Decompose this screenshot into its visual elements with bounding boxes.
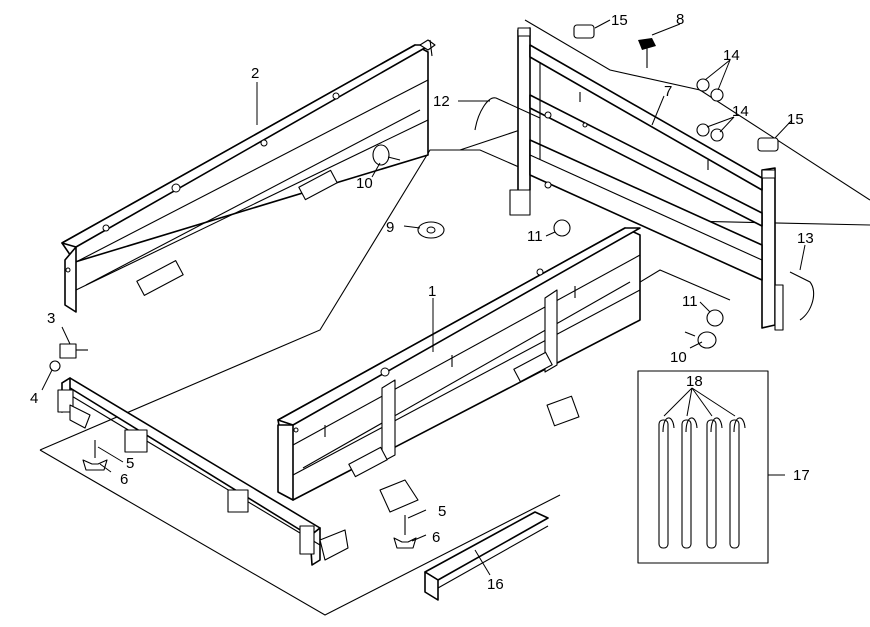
callout-13: 13 — [797, 230, 814, 247]
callout-1: 1 — [428, 283, 436, 300]
caps-15 — [573, 24, 779, 152]
callout-15b: 15 — [787, 111, 804, 128]
floor-frame — [57, 377, 419, 566]
callout-18: 18 — [686, 373, 703, 390]
callout-5b: 5 — [438, 503, 446, 520]
callout-14a: 14 — [723, 47, 740, 64]
pin-12 — [474, 97, 541, 131]
callout-11a: 11 — [527, 228, 543, 245]
callout-16: 16 — [487, 576, 504, 593]
side-rail-front — [277, 227, 641, 501]
callout-8: 8 — [676, 11, 684, 28]
nuts-14 — [696, 78, 724, 142]
bolt-10-lower — [684, 331, 717, 349]
callout-10a: 10 — [356, 175, 373, 192]
callout-9: 9 — [386, 219, 394, 236]
nut-9 — [417, 221, 445, 239]
callout-17: 17 — [793, 467, 810, 484]
callout-10b: 10 — [670, 349, 687, 366]
front-gate — [509, 27, 784, 331]
nut-11-upper — [553, 219, 571, 237]
callout-7: 7 — [664, 83, 672, 100]
callout-5a: 5 — [126, 455, 134, 472]
callout-leaders — [41, 19, 806, 576]
callout-4: 4 — [30, 390, 38, 407]
callout-6a: 6 — [120, 471, 128, 488]
channel-bar-16 — [424, 511, 549, 601]
callout-12: 12 — [433, 93, 450, 110]
pin-13 — [789, 271, 815, 321]
bolt-10-upper — [372, 144, 401, 166]
nut-11-lower — [706, 309, 724, 327]
bolt-3 — [59, 343, 88, 359]
side-rail-rear — [61, 39, 436, 313]
callout-14b: 14 — [732, 103, 749, 120]
callout-6b: 6 — [432, 529, 440, 546]
wing-bolt-5-6-left — [82, 440, 108, 471]
callout-labels: 1 2 3 4 5 5 6 6 7 8 9 10 10 11 11 12 13 … — [30, 11, 814, 593]
wing-bolt-5-6-right — [393, 515, 417, 549]
nut-4 — [49, 360, 61, 372]
callout-3: 3 — [47, 310, 55, 327]
callout-2: 2 — [251, 65, 259, 82]
bolt-8 — [638, 38, 656, 68]
callout-11b: 11 — [682, 293, 698, 310]
callout-15a: 15 — [611, 12, 628, 29]
hooks-18 — [658, 417, 746, 549]
